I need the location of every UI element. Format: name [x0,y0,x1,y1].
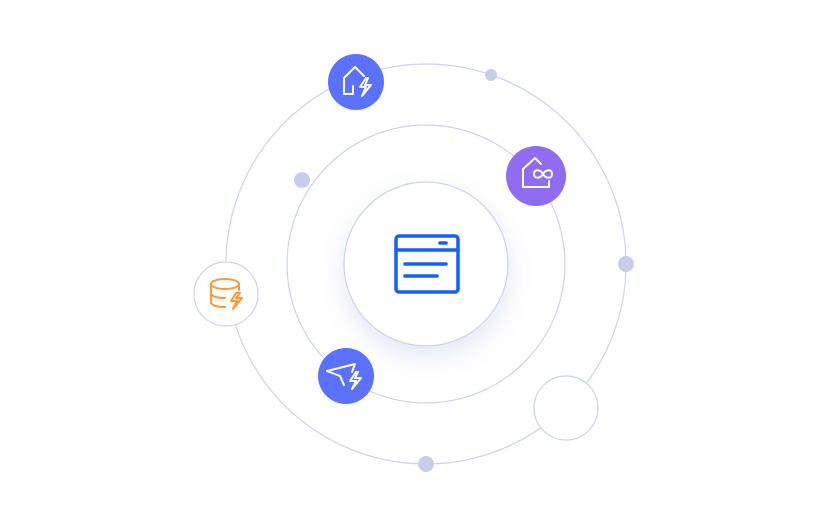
empty-node [533,375,599,441]
orbit-dot [294,172,310,188]
database-bolt-node [193,261,259,327]
app-window-icon [394,234,460,294]
send-bolt-node [318,348,374,404]
home-bolt-node [328,54,384,110]
home-infinity-icon [522,157,553,188]
orbit-dot [485,69,497,81]
home-bolt-icon [343,66,372,97]
home-infinity-node [506,146,566,206]
orbit-dot [618,256,634,272]
database-bolt-icon [210,278,243,310]
middle-orbit [286,124,566,404]
orbit-dot [418,456,434,472]
send-bolt-icon [326,363,362,390]
